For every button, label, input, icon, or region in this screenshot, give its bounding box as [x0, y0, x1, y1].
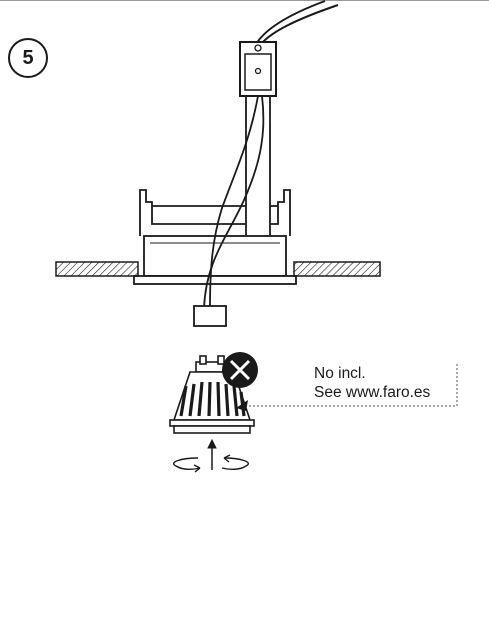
mounting-stem	[245, 96, 271, 236]
fixture-housing	[133, 235, 297, 285]
spring-bracket	[139, 189, 291, 236]
note-line-2: See www.faro.es	[314, 384, 431, 401]
callout-leader	[236, 364, 458, 411]
supply-cables	[253, 0, 339, 49]
circle-x-icon	[222, 352, 258, 388]
lamp-leads	[203, 95, 265, 309]
ceiling-left	[55, 261, 139, 277]
ceiling-right	[293, 261, 381, 277]
step-number: 5	[22, 46, 34, 69]
lamp-connector	[193, 305, 227, 327]
step-number-badge: 5	[8, 38, 48, 78]
not-included-note: No incl. See www.faro.es	[314, 364, 430, 402]
top-rule	[0, 0, 489, 1]
note-line-1: No incl.	[314, 365, 366, 382]
rotate-arrows-icon	[173, 454, 249, 473]
terminal-block	[239, 41, 277, 97]
arrow-up-icon	[207, 438, 217, 470]
